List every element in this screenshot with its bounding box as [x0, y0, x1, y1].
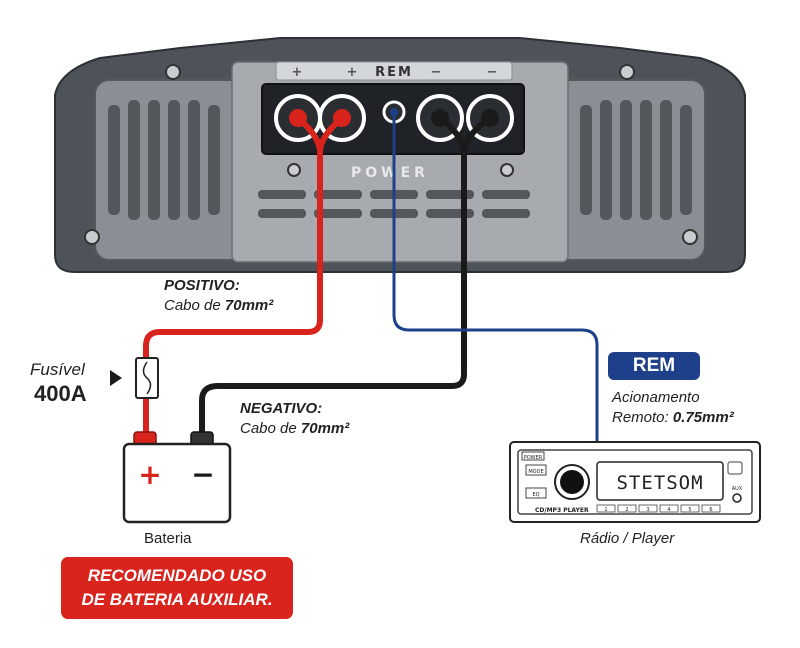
terminal-plus-label-1: + [292, 65, 303, 80]
terminal-minus-label-1: − [431, 65, 442, 80]
positive-cable-desc-prefix: Cabo de [164, 297, 225, 314]
auxiliary-battery-warning: RECOMENDADO USO DE BATERIA AUXILIAR. [61, 557, 293, 619]
terminal-rem-label: REM [375, 65, 413, 80]
negative-cable [199, 115, 467, 441]
radio-label: Rádio / Player [580, 530, 675, 547]
radio-display: STETSOM [616, 472, 703, 494]
left-vent [108, 100, 220, 220]
aux-jack-icon [732, 493, 742, 503]
remote-gauge: 0.75mm² [672, 409, 734, 426]
remote-line1: Acionamento [612, 389, 700, 406]
terminal-plus-label-2: + [347, 65, 358, 80]
preset-buttons[interactable]: 1 2 3 4 5 6 [596, 504, 721, 513]
fuse [110, 357, 159, 399]
right-vent [580, 100, 692, 220]
preset-5[interactable]: 5 [688, 507, 691, 513]
preset-3[interactable]: 3 [646, 507, 649, 513]
usb-icon [727, 461, 743, 475]
fuse-label: Fusível [30, 360, 85, 379]
positive-cable-desc: Cabo de 70mm² [164, 296, 273, 316]
battery-minus-icon: − [191, 458, 214, 491]
remote-line2: Remoto: 0.75mm² [612, 408, 734, 428]
positive-cable-title: POSITIVO: [164, 277, 240, 294]
battery-plus-icon: + [138, 458, 161, 491]
preset-1[interactable]: 1 [604, 507, 607, 513]
rem-badge: REM [608, 352, 700, 380]
radio-mode-button[interactable]: MODE [528, 469, 543, 475]
terminal-minus-label-2: − [487, 65, 498, 80]
battery: + − [122, 431, 232, 524]
remote-cable [392, 110, 599, 444]
positive-cable [143, 115, 323, 441]
negative-cable-desc: Cabo de 70mm² [240, 419, 349, 439]
radio-power-button[interactable]: POWER [524, 455, 543, 461]
power-label: POWER [351, 165, 429, 181]
amplifier: + + REM − − POWER [54, 37, 746, 273]
remote-line2-prefix: Remoto: [612, 409, 673, 426]
negative-cable-gauge: 70mm² [300, 420, 350, 437]
preset-4[interactable]: 4 [667, 507, 670, 513]
aux-label: AUX [732, 486, 743, 492]
radio-eq-button[interactable]: EQ [532, 492, 539, 498]
fuse-value: 400A [34, 381, 87, 406]
negative-cable-title: NEGATIVO: [240, 400, 323, 417]
warning-line-1: RECOMENDADO USO [87, 566, 267, 585]
screws [84, 64, 698, 245]
positive-cable-gauge: 70mm² [224, 297, 274, 314]
cables [143, 110, 599, 444]
negative-cable-desc-prefix: Cabo de [240, 420, 301, 437]
preset-2[interactable]: 2 [625, 507, 628, 513]
radio-player: POWER MODE EQ STETSOM CD/MP3 PLAYER 1 2 … [509, 441, 761, 523]
fuse-arrow-icon [110, 370, 122, 386]
radio-model-label: CD/MP3 PLAYER [535, 507, 589, 514]
battery-label: Bateria [144, 530, 192, 547]
preset-6[interactable]: 6 [709, 507, 712, 513]
warning-line-2: DE BATERIA AUXILIAR. [81, 590, 273, 609]
